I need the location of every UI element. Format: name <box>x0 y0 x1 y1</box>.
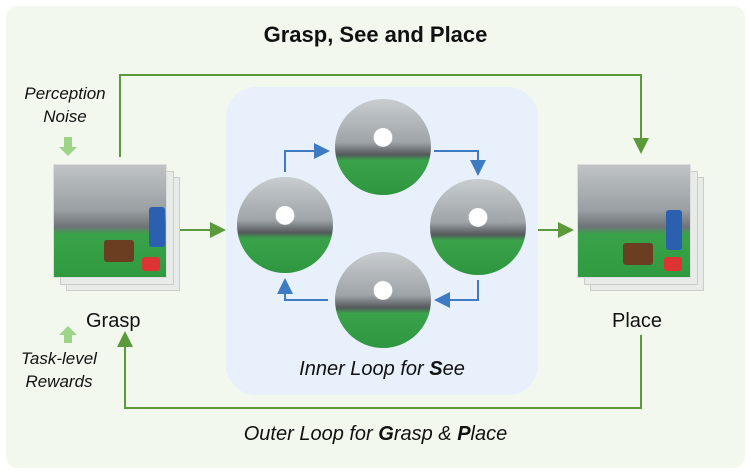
outer-loop-prefix: Outer Loop for <box>243 423 379 445</box>
inner-arrow-left-to-top <box>284 143 330 172</box>
outer-loop-bold-p: P <box>457 423 471 445</box>
rewards-text: Rewards <box>25 372 93 391</box>
see-view-left-image <box>237 177 333 273</box>
inner-arrow-bottom-to-left <box>277 278 328 301</box>
inner-loop-suffix: ee <box>442 358 465 380</box>
task-reward-arrow-icon <box>59 326 77 343</box>
place-label: Place <box>612 310 663 332</box>
see-view-bottom-image <box>335 252 431 348</box>
diagram-title: Grasp, See and Place <box>263 22 488 47</box>
perception-noise-label: Perception Noise <box>12 82 118 128</box>
grasp-scene-image <box>53 164 167 278</box>
see-view-right-image <box>430 179 526 275</box>
inner-arrow-top-to-right <box>434 150 486 176</box>
place-scene-image <box>577 164 691 278</box>
task-level-text: Task-level <box>21 349 97 368</box>
task-rewards-label: Task-level Rewards <box>6 347 112 393</box>
grasp-label: Grasp <box>86 310 141 332</box>
inner-loop-bold-s: S <box>429 358 443 380</box>
outer-loop-mid: rasp & <box>393 423 458 445</box>
perception-noise-arrow-icon <box>59 137 77 156</box>
outer-loop-bold-g: G <box>378 423 394 445</box>
inner-loop-prefix: Inner Loop for <box>299 358 430 380</box>
inner-arrow-right-to-bottom <box>434 280 479 308</box>
perception-text: Perception <box>24 84 106 103</box>
outer-loop-suffix: lace <box>470 423 508 445</box>
outer-loop-label: Outer Loop for Grasp & Place <box>0 423 751 446</box>
noise-text: Noise <box>43 107 87 126</box>
inner-loop-label: Inner Loop for See <box>226 358 538 381</box>
top-feedforward-arrow <box>119 74 649 157</box>
outer-loop-arrow <box>117 331 642 409</box>
see-view-top-image <box>335 99 431 195</box>
